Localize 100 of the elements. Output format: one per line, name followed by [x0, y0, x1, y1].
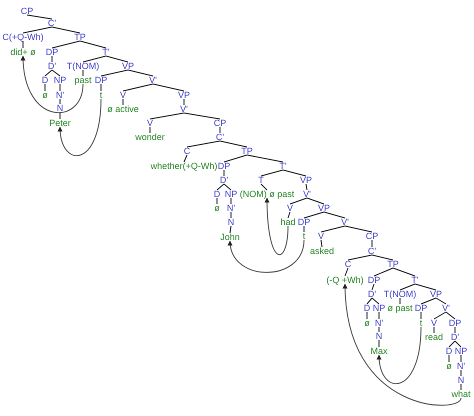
- word-label: wonder: [135, 133, 165, 141]
- category-label: NP: [224, 190, 238, 198]
- tree-branch: [288, 212, 290, 218]
- tree-branch: [216, 198, 218, 204]
- category-label: N': [226, 204, 236, 212]
- tree-branch: [348, 254, 372, 260]
- word-label: ø: [42, 91, 48, 99]
- tree-branch: [216, 184, 224, 190]
- tree-branch: [460, 354, 462, 362]
- word-label: ø: [214, 204, 220, 212]
- category-label: VP: [178, 91, 190, 99]
- tree-branch: [448, 340, 456, 348]
- tree-branch: [224, 154, 248, 162]
- category-label: N: [458, 376, 464, 384]
- category-label: T': [279, 162, 287, 170]
- category-label: T': [102, 48, 110, 56]
- tree-branch: [306, 198, 324, 204]
- tree-branch: [22, 26, 52, 34]
- category-label: NP: [372, 304, 386, 312]
- word-label: did+ ø: [10, 48, 36, 56]
- word-label: what: [452, 390, 470, 398]
- word-label: Max: [370, 347, 388, 355]
- category-label: T(NOM): [384, 290, 416, 298]
- movement-arrow: [342, 284, 462, 406]
- movement-arrow: [20, 56, 84, 114]
- category-label: VP: [430, 290, 442, 298]
- category-label: NP: [454, 347, 468, 355]
- tree-branch: [320, 240, 322, 248]
- category-label: C(+Q-Wh): [2, 33, 44, 41]
- category-label: C: [184, 147, 190, 155]
- word-label: (-Q +Wh): [326, 276, 364, 284]
- tree-branch: [448, 354, 450, 362]
- category-label: N': [456, 362, 466, 370]
- tree-branch: [290, 198, 308, 204]
- tree-branch: [184, 154, 188, 162]
- tree-branch: [150, 112, 184, 120]
- tree-branch: [82, 56, 106, 62]
- category-label: V': [341, 218, 349, 226]
- word-label: t: [100, 91, 102, 99]
- category-label: T(NOM): [66, 62, 100, 70]
- tree-branch: [230, 212, 232, 218]
- category-label: D: [214, 190, 220, 198]
- category-label: N: [376, 332, 382, 340]
- tree-branch: [230, 226, 232, 234]
- word-label: had: [280, 218, 296, 226]
- tree-branch: [378, 312, 380, 320]
- word-label: ø past: [388, 304, 412, 312]
- category-label: D': [368, 290, 376, 298]
- tree-branch: [128, 70, 154, 76]
- word-label: ø: [446, 362, 452, 370]
- tree-branch: [344, 226, 372, 232]
- movement-arrow: [376, 326, 422, 384]
- tree-branch: [374, 268, 394, 276]
- tree-branch: [378, 340, 380, 348]
- word-label: ø active: [107, 105, 139, 113]
- category-label: D: [364, 304, 370, 312]
- tree-branch: [372, 254, 394, 260]
- movement-arrow: [264, 198, 288, 256]
- word-label: read: [425, 333, 443, 341]
- category-label: D': [450, 333, 460, 341]
- category-label: C: [344, 260, 352, 268]
- tree-branch: [44, 70, 52, 76]
- category-label: D': [220, 176, 228, 184]
- tree-branch: [230, 198, 232, 204]
- tree-branch: [414, 284, 436, 290]
- tree-branch: [22, 40, 24, 48]
- tree-branch: [434, 312, 446, 320]
- category-label: V': [442, 304, 450, 312]
- category-label: VP: [122, 62, 134, 70]
- category-label: DP: [46, 48, 58, 56]
- word-label: t: [302, 232, 306, 240]
- tree-branch: [372, 298, 380, 304]
- category-label: DP: [448, 319, 462, 327]
- tree-branch: [52, 70, 60, 76]
- category-label: TP: [241, 147, 253, 155]
- category-label: N: [56, 104, 64, 112]
- tree-branch: [454, 326, 456, 334]
- tree-branch: [378, 326, 380, 332]
- tree-branch: [52, 40, 80, 48]
- word-label: Peter: [49, 119, 71, 127]
- category-label: T': [411, 276, 419, 284]
- category-label: V': [149, 76, 157, 84]
- tree-branch: [282, 170, 306, 176]
- tree-branch: [106, 56, 128, 62]
- word-label: past: [74, 76, 92, 84]
- tree-branch: [260, 170, 284, 176]
- category-label: VP: [300, 176, 312, 184]
- tree-branch: [82, 70, 84, 76]
- category-label: CP: [214, 119, 226, 127]
- movement-arrow: [58, 98, 102, 156]
- tree-branch: [454, 340, 462, 348]
- category-label: DP: [218, 162, 230, 170]
- tree-branch: [80, 40, 106, 48]
- category-label: DP: [94, 76, 108, 84]
- category-label: V': [303, 190, 311, 198]
- tree-branch: [366, 312, 368, 320]
- tree-branch: [460, 370, 462, 376]
- tree-branch: [306, 184, 308, 190]
- word-label: t: [420, 319, 422, 327]
- word-label: asked: [310, 247, 334, 255]
